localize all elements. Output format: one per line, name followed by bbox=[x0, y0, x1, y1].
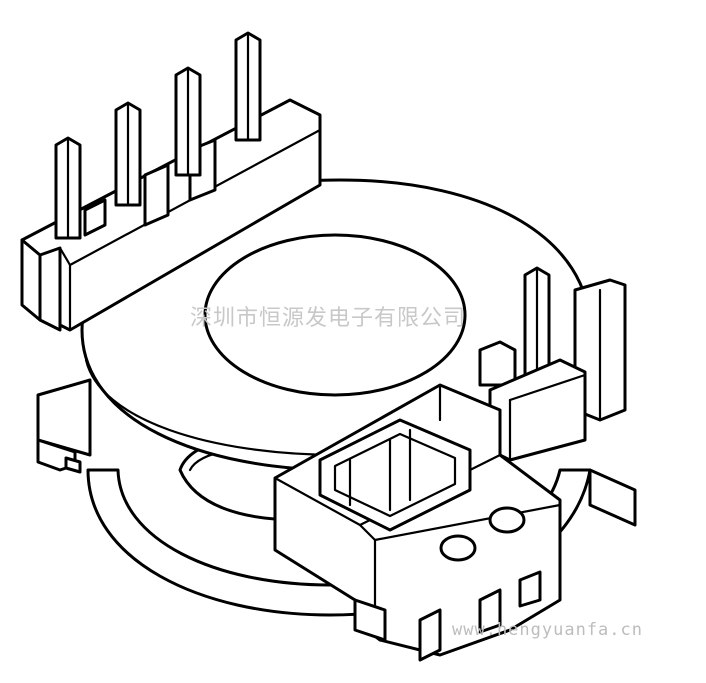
pin-2 bbox=[114, 101, 142, 207]
pin-3 bbox=[174, 66, 202, 177]
back-pin-header bbox=[20, 98, 322, 332]
core-hole bbox=[203, 233, 467, 397]
front-terminal-block bbox=[273, 383, 562, 662]
pin-4 bbox=[234, 31, 262, 142]
pin-1 bbox=[54, 136, 82, 240]
right-pin-clip bbox=[478, 266, 627, 462]
watermark-url: www.hengyuanfa.cn bbox=[452, 620, 643, 640]
mount-hole-left bbox=[439, 534, 477, 562]
back-pins bbox=[54, 31, 262, 240]
base-plate bbox=[36, 378, 637, 527]
mount-hole-right bbox=[488, 506, 526, 534]
watermark-company: 深圳市恒源发电子有限公司 bbox=[190, 306, 467, 331]
